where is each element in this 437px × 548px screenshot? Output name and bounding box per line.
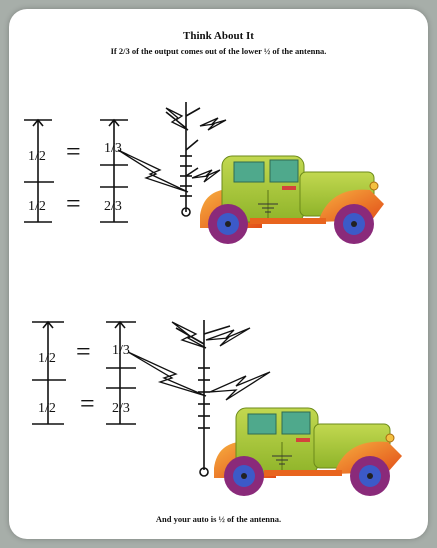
top-diagram: 1/2 1/2 = = 1/3 2/3 [24,102,384,244]
slide-title: Think About It [183,30,254,42]
car-top [200,155,384,244]
slide-footer: And your auto is ½ of the antenna. [155,514,282,524]
frac-left-lower-b: 1/2 [38,401,56,416]
frac-right-lower-b: 2/3 [112,401,130,416]
radiation-bolts-top [117,107,227,193]
radiation-bolts-bottom [127,321,271,401]
equals-upper: = [66,137,81,166]
frac-left-upper: 1/2 [28,149,46,164]
antenna-top [165,102,201,217]
slide-subtitle: If 2/3 of the output comes out of the lo… [110,46,327,56]
bottom-diagram: 1/2 1/2 = = 1/3 2/3 [32,320,402,496]
equals-lower-b: = [80,389,95,418]
car-bottom [214,407,402,496]
frac-right-upper: 1/3 [104,141,122,156]
frac-right-lower: 2/3 [104,199,122,214]
frac-right-upper-b: 1/3 [112,343,130,358]
equals-upper-b: = [76,337,91,366]
right-measure-bottom [106,320,136,425]
frac-left-lower: 1/2 [28,199,46,214]
frac-left-upper-b: 1/2 [38,351,56,366]
right-measure-top [100,118,128,223]
equals-lower: = [66,189,81,218]
left-measure-top [24,118,54,223]
left-measure-bottom [32,320,66,425]
